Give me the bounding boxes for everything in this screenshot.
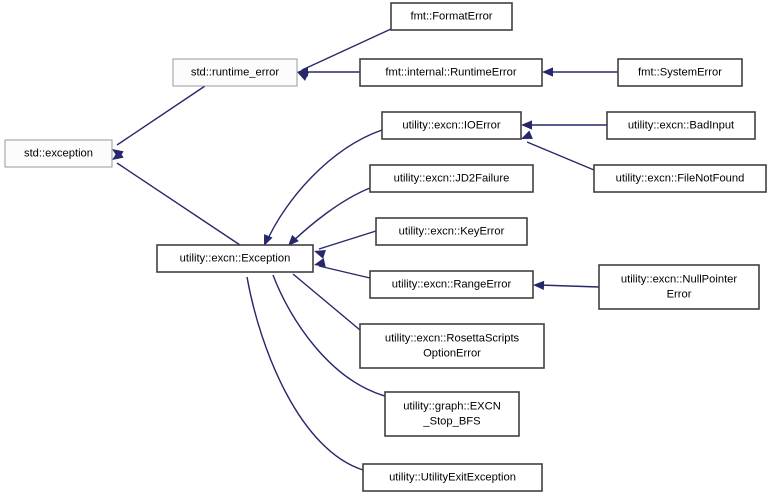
arrowhead-icon xyxy=(264,234,273,246)
arrowhead-icon xyxy=(297,67,308,77)
arrowhead-icon xyxy=(314,258,326,268)
class-node-box[interactable] xyxy=(369,270,534,299)
edges-layer xyxy=(112,28,618,471)
class-node-utility-graph-excn-stop-bfs[interactable]: utility::graph::EXCN_Stop_BFS xyxy=(384,391,520,437)
class-node-utility-excn-filenotfound[interactable]: utility::excn::FileNotFound xyxy=(593,164,767,193)
class-node-label: utility::excn::Exception xyxy=(180,252,291,264)
inheritance-edge xyxy=(533,280,600,290)
class-node-box[interactable] xyxy=(606,111,756,140)
edge-line xyxy=(272,274,386,397)
inheritance-edge xyxy=(314,230,377,259)
class-node-label: OptionError xyxy=(423,347,481,359)
edge-line xyxy=(116,85,206,146)
edge-line xyxy=(318,230,377,250)
class-node-label: _Stop_BFS xyxy=(422,415,480,427)
class-node-box[interactable] xyxy=(384,391,520,437)
edge-line xyxy=(246,276,364,471)
class-node-utility-utilityexitexception[interactable]: utility::UtilityExitException xyxy=(362,463,543,492)
edge-line xyxy=(538,284,600,288)
class-node-std-runtime-error[interactable]: std::runtime_error xyxy=(172,58,298,87)
class-node-label: utility::excn::IOError xyxy=(402,119,500,131)
arrowhead-icon xyxy=(314,250,326,259)
class-node-utility-excn-exception[interactable]: utility::excn::Exception xyxy=(156,244,314,273)
class-node-box[interactable] xyxy=(359,323,545,369)
class-node-fmt-format-error[interactable]: fmt::FormatError xyxy=(390,2,513,31)
class-node-label: std::runtime_error xyxy=(191,66,280,78)
class-node-fmt-system-error[interactable]: fmt::SystemError xyxy=(617,58,743,87)
edge-line xyxy=(292,273,361,331)
class-node-label: utility::graph::EXCN xyxy=(403,400,501,412)
inheritance-edge xyxy=(521,120,607,130)
class-node-label: fmt::FormatError xyxy=(410,10,492,22)
inheritance-edge xyxy=(314,258,371,279)
class-node-box[interactable] xyxy=(390,2,513,31)
inheritance-edge xyxy=(521,130,595,171)
edge-line xyxy=(318,265,371,279)
class-node-box[interactable] xyxy=(617,58,743,87)
class-node-label: utility::excn::JD2Failure xyxy=(394,172,510,184)
arrowhead-icon xyxy=(521,120,532,130)
edge-line xyxy=(526,141,595,171)
class-node-box[interactable] xyxy=(359,58,543,87)
class-node-label: utility::excn::RangeError xyxy=(392,278,512,290)
class-node-utility-excn-badinput[interactable]: utility::excn::BadInput xyxy=(606,111,756,140)
class-node-utility-excn-rangeerror[interactable]: utility::excn::RangeError xyxy=(369,270,534,299)
class-node-box[interactable] xyxy=(172,58,298,87)
arrowhead-icon xyxy=(288,234,299,246)
class-node-utility-excn-jd2failure[interactable]: utility::excn::JD2Failure xyxy=(369,164,534,193)
class-node-label: fmt::SystemError xyxy=(638,66,722,78)
inheritance-edge xyxy=(288,187,371,246)
class-node-fmt-internal-runtime-error[interactable]: fmt::internal::RuntimeError xyxy=(359,58,543,87)
inheritance-edge xyxy=(112,150,241,246)
edge-line xyxy=(265,129,383,244)
class-node-box[interactable] xyxy=(598,264,760,310)
class-node-label: utility::UtilityExitException xyxy=(389,471,516,483)
class-node-utility-excn-keyerror[interactable]: utility::excn::KeyError xyxy=(375,217,528,246)
inheritance-edge xyxy=(243,260,364,471)
class-node-utility-excn-ioerror[interactable]: utility::excn::IOError xyxy=(381,111,522,140)
class-node-label: utility::excn::KeyError xyxy=(399,225,505,237)
class-node-std-exception[interactable]: std::exception xyxy=(4,139,113,168)
class-node-box[interactable] xyxy=(375,217,528,246)
class-node-label: std::exception xyxy=(24,147,93,159)
inheritance-edge xyxy=(112,85,206,159)
class-node-label: utility::excn::NullPointer xyxy=(621,273,738,285)
class-node-box[interactable] xyxy=(156,244,314,273)
class-node-label: utility::excn::BadInput xyxy=(628,119,735,131)
class-node-label: fmt::internal::RuntimeError xyxy=(385,66,516,78)
class-node-box[interactable] xyxy=(4,139,113,168)
class-node-box[interactable] xyxy=(381,111,522,140)
class-node-label: utility::excn::RosettaScripts xyxy=(385,332,520,344)
class-node-box[interactable] xyxy=(362,463,543,492)
edge-line xyxy=(290,187,371,244)
edge-line xyxy=(116,162,241,246)
arrowhead-icon xyxy=(542,67,553,77)
class-node-box[interactable] xyxy=(369,164,534,193)
inheritance-edge xyxy=(542,67,618,77)
class-node-label: Error xyxy=(667,288,692,300)
class-node-box[interactable] xyxy=(593,164,767,193)
inheritance-edge xyxy=(297,67,360,77)
arrowhead-icon xyxy=(521,130,533,139)
class-node-label: utility::excn::FileNotFound xyxy=(616,172,745,184)
arrowhead-icon xyxy=(533,280,545,290)
edge-line xyxy=(301,28,392,71)
arrowhead-icon xyxy=(112,150,124,160)
inheritance-edge xyxy=(264,129,383,246)
